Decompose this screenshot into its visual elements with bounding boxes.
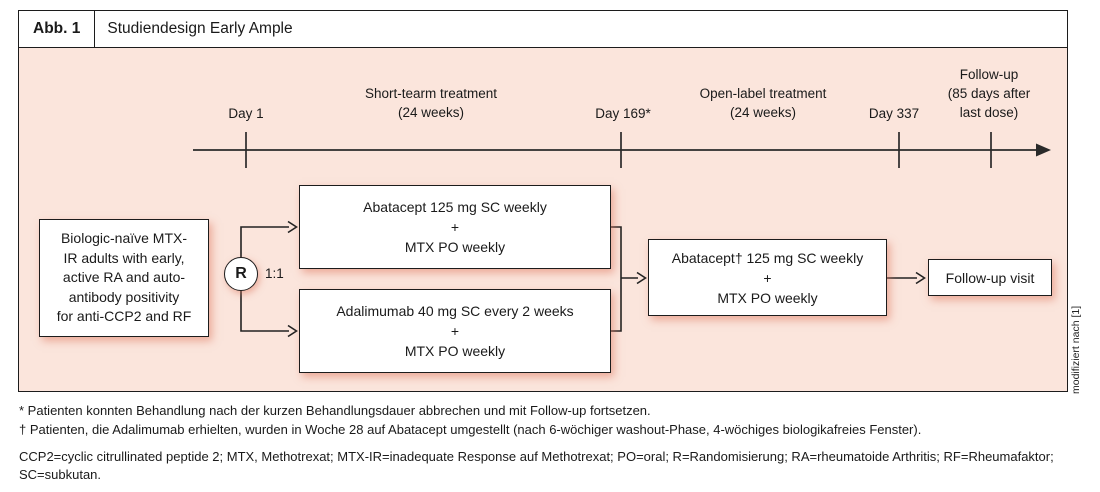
- figure-header: Abb. 1 Studiendesign Early Ample: [18, 10, 1068, 48]
- footnotes: * Patienten konnten Behandlung nach der …: [19, 401, 1065, 439]
- connector-rand-to-arm2: [240, 291, 289, 332]
- arm-adalimumab-line1: Adalimumab 40 mg SC every 2 weeks: [336, 303, 574, 319]
- arm-abatacept-line2: +: [450, 219, 460, 235]
- timeline-arrowhead-icon: [1036, 143, 1051, 157]
- connector-arms-join: [611, 226, 622, 332]
- arm-abatacept-line1: Abatacept 125 mg SC weekly: [363, 199, 547, 215]
- footnote-dagger: † Patienten, die Adalimumab erhielten, w…: [19, 422, 922, 437]
- randomization-label: R: [235, 265, 247, 282]
- day337-label: Day 337: [868, 106, 920, 121]
- open-label-line1: Abatacept† 125 mg SC weekly: [671, 249, 864, 266]
- diagram-lines-layer: [193, 132, 1051, 338]
- followup-visit-label: Follow-up visit: [945, 269, 1035, 286]
- short-term-treatment-line2: (24 weeks): [397, 105, 465, 120]
- open-label-box: Abatacept† 125 mg SC weekly + MTX PO wee…: [648, 239, 887, 316]
- day1-label: Day 1: [228, 106, 264, 121]
- arm-abatacept-line3: MTX PO weekly: [404, 239, 506, 255]
- followup-visit-box: Follow-up visit: [928, 259, 1052, 296]
- population-line3: active RA and auto-: [62, 269, 186, 286]
- arm-adalimumab-line3: MTX PO weekly: [404, 343, 506, 359]
- diagram-panel: Day 1 Short-tearm treatment (24 weeks) D…: [18, 48, 1068, 392]
- short-term-treatment-label: Short-tearm treatment (24 weeks): [365, 84, 497, 122]
- followup-period-line2: (85 days after: [947, 86, 1031, 101]
- open-label-treatment-line1: Open-label treatment: [699, 86, 827, 101]
- short-term-treatment-line1: Short-tearm treatment: [364, 86, 498, 101]
- population-line1: Biologic-naïve MTX-: [60, 230, 188, 247]
- followup-period-label: Follow-up (85 days after last dose): [948, 65, 1031, 122]
- source-note: modifiziert nach [1]: [1070, 305, 1082, 394]
- arm-adalimumab-box: Adalimumab 40 mg SC every 2 weeks + MTX …: [299, 289, 611, 373]
- population-line5: for anti-CCP2 and RF: [56, 308, 192, 325]
- figure-title: Studiendesign Early Ample: [107, 20, 293, 37]
- population-line4: antibody positivity: [68, 288, 180, 305]
- study-design-figure: Abb. 1 Studiendesign Early Ample: [18, 10, 1068, 392]
- day169-label: Day 169*: [595, 106, 651, 121]
- arrowhead-open-label-icon: [636, 271, 647, 285]
- arrowhead-arm2-icon: [287, 324, 298, 338]
- footnote-asterisk: * Patienten konnten Behandlung nach der …: [19, 403, 651, 418]
- arm-adalimumab-line2: +: [450, 323, 460, 339]
- population-line2: IR adults with early,: [63, 249, 185, 266]
- population-box: Biologic-naïve MTX- IR adults with early…: [39, 219, 209, 337]
- randomization-circle: R: [224, 257, 258, 291]
- open-label-line2: +: [763, 269, 772, 286]
- open-label-line3: MTX PO weekly: [717, 289, 818, 306]
- connector-rand-to-arm1: [240, 226, 289, 257]
- open-label-treatment-label: Open-label treatment (24 weeks): [700, 84, 827, 122]
- arm-abatacept-box: Abatacept 125 mg SC weekly + MTX PO week…: [299, 185, 611, 269]
- followup-period-line1: Follow-up: [959, 67, 1019, 82]
- figure-label: Abb. 1: [19, 11, 96, 47]
- abbreviations-text: CCP2=cyclic citrullinated peptide 2; MTX…: [19, 449, 1054, 482]
- randomization-ratio: 1:1: [265, 266, 284, 281]
- arrowhead-arm1-icon: [287, 220, 298, 234]
- open-label-treatment-line2: (24 weeks): [729, 105, 797, 120]
- arrowhead-followup-icon: [915, 271, 926, 285]
- followup-period-line3: last dose): [959, 105, 1019, 120]
